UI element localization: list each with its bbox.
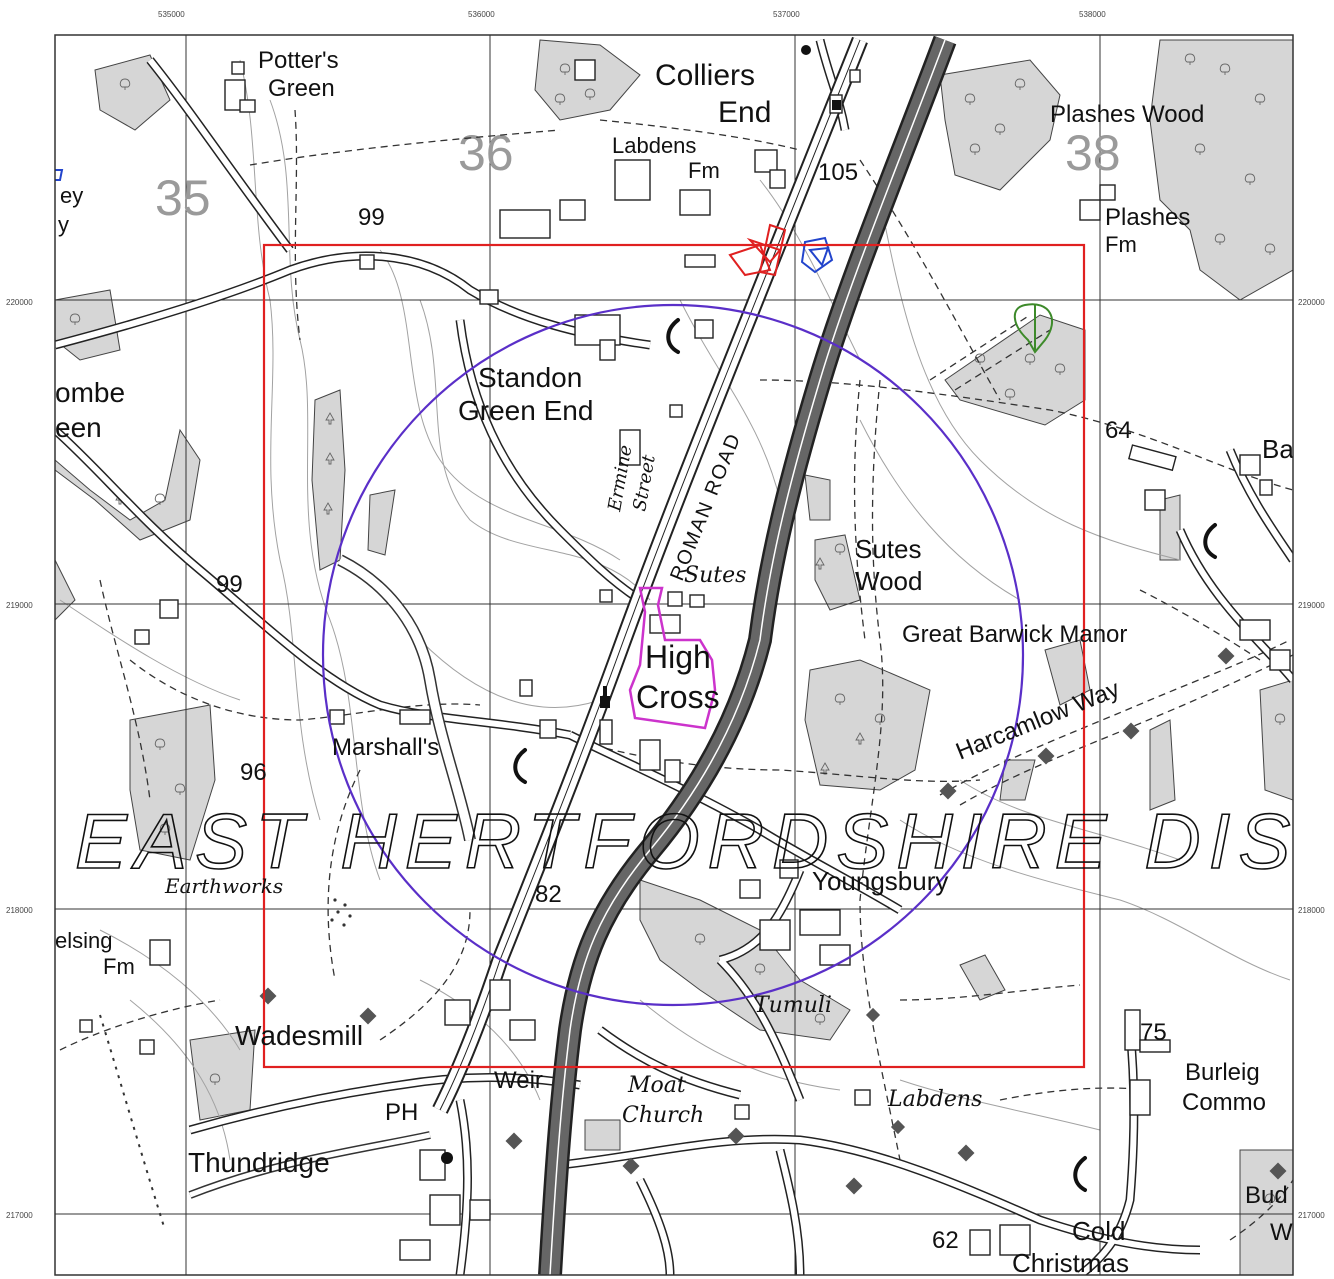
place-label: Burleig	[1185, 1059, 1260, 1086]
place-label: Green	[268, 75, 335, 102]
blue-feature	[55, 169, 834, 274]
place-label: Fm	[1105, 232, 1137, 257]
place-label: Plashes	[1105, 204, 1190, 231]
place-label: Labdens	[612, 133, 696, 158]
river	[188, 554, 476, 1199]
grid-square-number: 35	[155, 170, 211, 226]
footpaths	[59, 109, 1293, 1241]
antiquity-labels: Earthworks Tumuli Moat Church Labdens	[164, 874, 982, 1128]
place-label: Standon	[478, 362, 582, 393]
map-background	[55, 35, 1293, 1275]
place-label: elsing	[55, 928, 112, 953]
earthworks-symbol	[330, 898, 352, 927]
place-label: ombe	[55, 377, 125, 408]
place-label: Cold	[1072, 1216, 1125, 1246]
place-label: High	[645, 639, 711, 675]
study-area-box	[262, 243, 1086, 1069]
place-label: End	[718, 96, 771, 129]
place-label: Wadesmill	[235, 1020, 363, 1051]
spot-height: 64	[1105, 417, 1132, 444]
place-label: Great Barwick Manor	[902, 621, 1127, 648]
antiquity-label: Church	[622, 1103, 704, 1128]
place-label: W	[1270, 1219, 1293, 1246]
spot-height: 75	[1140, 1019, 1167, 1046]
green-feature	[1013, 303, 1054, 354]
grid-square-number: 38	[1065, 125, 1121, 181]
grid-square-number: 36	[458, 125, 514, 181]
place-label: Weir	[494, 1067, 543, 1094]
easting-label: 537000	[773, 10, 800, 19]
roman-road	[432, 36, 868, 1114]
place-label: ey	[60, 183, 83, 208]
place-label: Marshall's	[332, 734, 439, 761]
map-frame	[54, 34, 1294, 1276]
place-label: Thundridge	[188, 1147, 330, 1178]
minor-roads	[55, 38, 1293, 1275]
spot-height: 62	[932, 1227, 959, 1254]
spot-heights: 99 105 64 99 96 82 75 62	[216, 159, 1167, 1254]
antiquity-label: Labdens	[887, 1087, 982, 1112]
place-label: Ba	[1262, 434, 1294, 464]
northing-label: 220000	[6, 298, 33, 307]
place-label: Fm	[688, 158, 720, 183]
place-label: Plashes Wood	[1050, 101, 1204, 128]
buildings	[79, 59, 1291, 1261]
easting-label: 536000	[468, 10, 495, 19]
grid-square-numbers: 36 35 38	[155, 125, 1121, 226]
grid-labels: 535000 536000 537000 538000 220000 21900…	[6, 10, 1325, 1220]
spot-height: 105	[818, 159, 858, 186]
search-radius-circle	[321, 303, 1025, 1007]
antiquity-label: Earthworks	[164, 874, 283, 898]
place-label: PH	[385, 1099, 418, 1126]
spot-height: 99	[358, 204, 385, 231]
place-label: Christmas	[1012, 1248, 1129, 1278]
place-label: Colliers	[655, 59, 755, 92]
place-label: Youngsbury	[812, 866, 948, 896]
grid-lines	[55, 35, 1293, 1275]
northing-label: 220000	[1298, 298, 1325, 307]
place-label: y	[58, 212, 69, 237]
place-label: Green End	[458, 395, 593, 426]
northing-label: 218000	[6, 906, 33, 915]
place-label: Bud	[1245, 1182, 1288, 1209]
spot-height: 82	[535, 881, 562, 908]
place-label: Cross	[636, 679, 720, 715]
woodland-areas	[55, 39, 1293, 1275]
northing-label: 217000	[1298, 1211, 1325, 1220]
northing-label: 218000	[1298, 906, 1325, 915]
place-label: Sutes	[684, 563, 746, 588]
telephone-icon	[513, 318, 1217, 1192]
northing-label: 217000	[6, 1211, 33, 1220]
northing-label: 219000	[1298, 601, 1325, 610]
northing-label: 219000	[6, 601, 33, 610]
spot-height: 96	[240, 759, 267, 786]
place-label: Sutes	[855, 534, 922, 564]
spot-height: 99	[216, 571, 243, 598]
place-label: een	[55, 412, 102, 443]
easting-label: 535000	[158, 10, 185, 19]
markers	[259, 647, 1287, 1195]
main-road	[538, 35, 957, 1275]
place-label: Wood	[855, 566, 922, 596]
place-label: Potter's	[258, 47, 339, 74]
antiquity-label: Tumuli	[754, 993, 832, 1018]
district-label: EAST HERTFORDSHIRE DIS	[75, 797, 1298, 885]
antiquity-label: Moat	[627, 1073, 686, 1098]
church-icon	[441, 45, 841, 1164]
easting-label: 538000	[1079, 10, 1106, 19]
place-labels: Potter's Green Colliers End Labdens Fm P…	[55, 47, 1294, 1278]
site-outline	[628, 586, 717, 730]
place-label: Commo	[1182, 1089, 1266, 1116]
place-label: Fm	[103, 954, 135, 979]
